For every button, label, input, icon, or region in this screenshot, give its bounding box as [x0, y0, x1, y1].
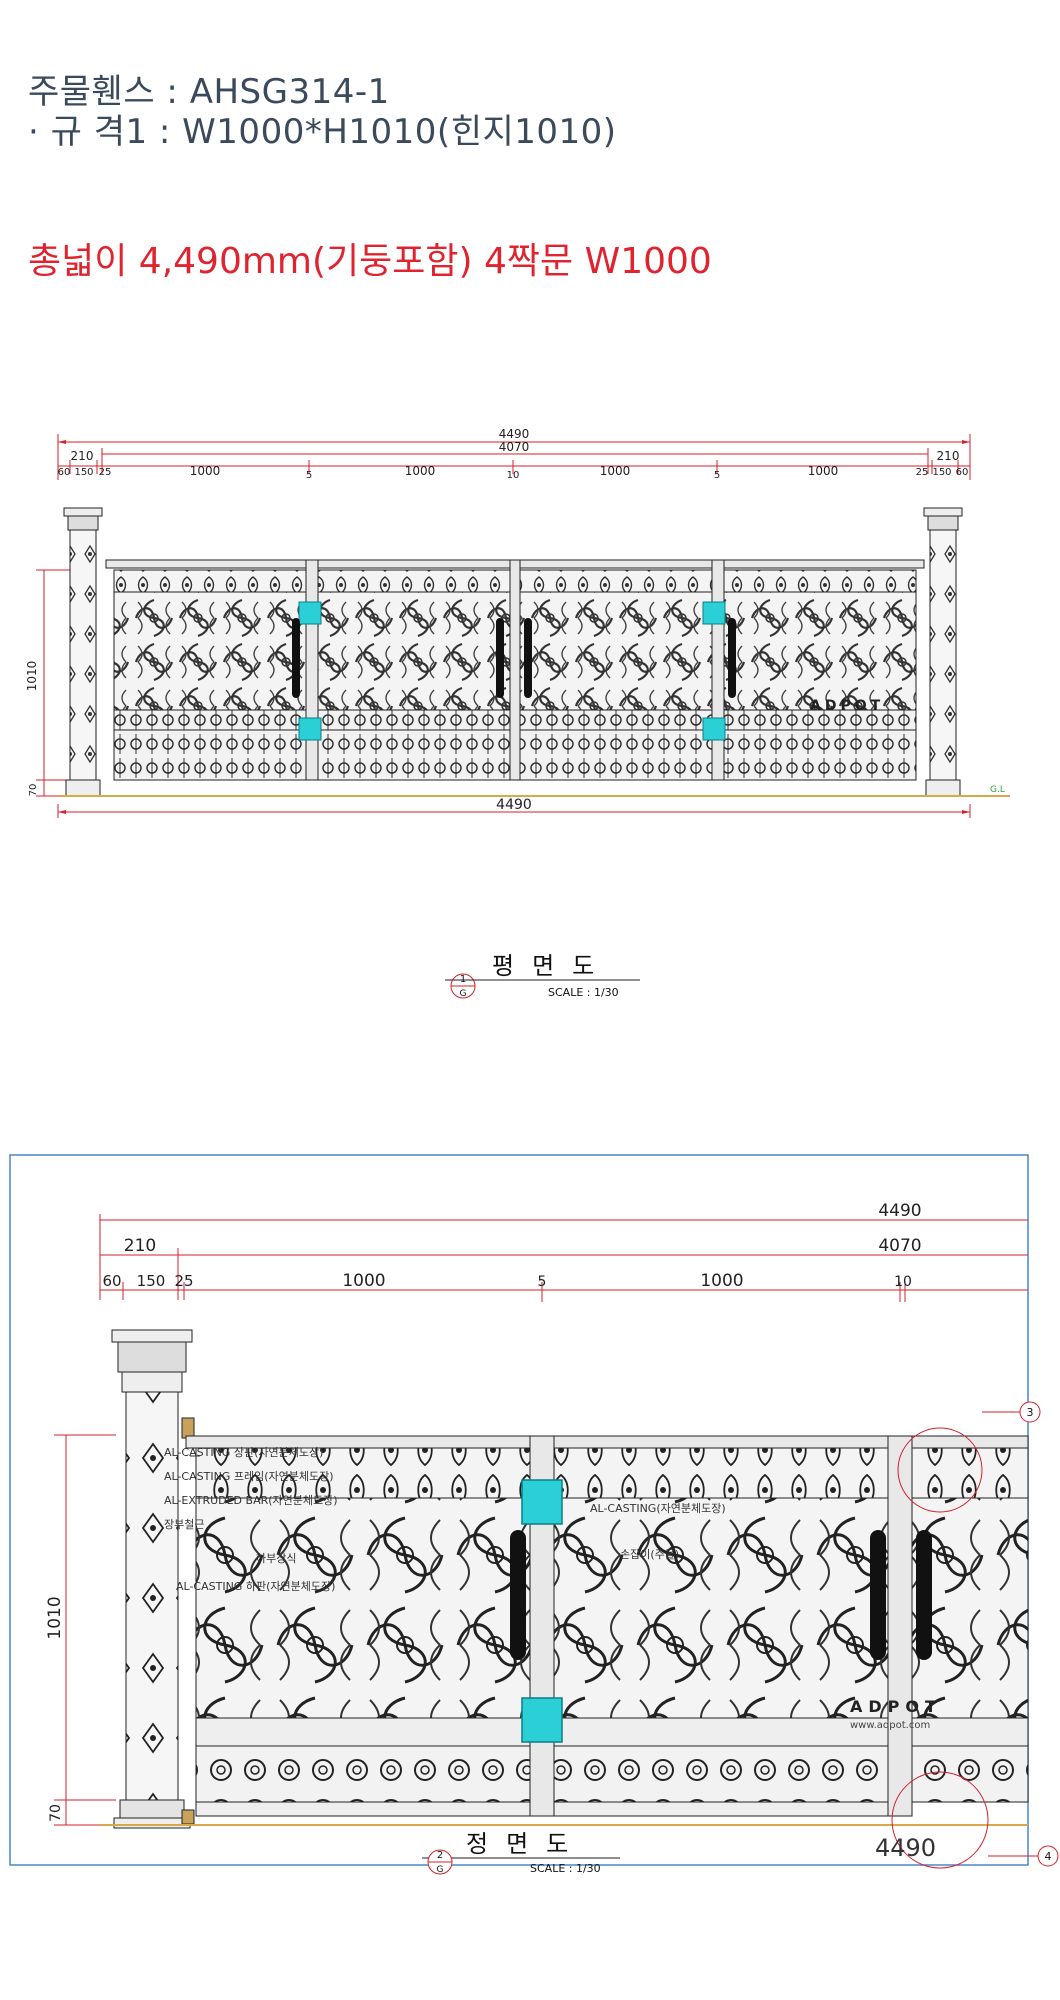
elevation-watermark: ADPOT [850, 1697, 942, 1716]
plan-watermark: ADPOT [810, 698, 884, 714]
elevation-left-post [111, 1329, 195, 1829]
elevation-panel-1-art [195, 1447, 531, 1817]
elevation-notes: AL-CASTING 상판(자연분체도장) AL-CASTING 프레임(자연분… [164, 1446, 726, 1593]
elevation-panel-2: 1000 [700, 1271, 743, 1291]
note-6: AL-CASTING(자연분체도장) [590, 1502, 726, 1515]
elevation-watermark-url: www.adpot.com [850, 1720, 930, 1731]
plan-handles [292, 618, 736, 698]
plan-scale: SCALE : 1/30 [548, 986, 619, 999]
plan-seg-left-2: 25 [99, 467, 112, 478]
elevation-hinges [521, 1479, 563, 1743]
note-3: 장부철근 [164, 1518, 204, 1531]
plan-height: 1010 [25, 661, 39, 692]
plan-right-post [923, 507, 963, 797]
elevation-seg-left-1: 150 [137, 1272, 166, 1290]
total-width-note: 총넓이 4,490mm(기둥포함) 4짝문 W1000 [28, 241, 712, 282]
elevation-callout-bottom: 4 [891, 1771, 1059, 1869]
plan-panel-3-art [519, 569, 713, 781]
plan-dim-total: 4490 [499, 427, 530, 441]
note-5: AL-CASTING 하판(자연분체도장) [176, 1579, 335, 1593]
plan-panel-4-art [723, 569, 917, 781]
plan-seg-left-1: 150 [74, 467, 93, 478]
elevation-seg-left-2: 25 [174, 1272, 193, 1290]
plan-gap-1: 5 [306, 470, 312, 481]
elevation-panel-1: 1000 [342, 1271, 385, 1291]
plan-dim-right-post: 210 [937, 449, 960, 463]
plan-caption: 1 G 평면도 SCALE : 1/30 [445, 952, 640, 999]
elevation-gap-1: 5 [538, 1274, 547, 1290]
plan-drawing: 4490 4070 210 210 60 150 25 1000 1000 10… [25, 427, 1010, 999]
plan-hinges [298, 601, 726, 741]
plan-panel-1: 1000 [190, 464, 221, 478]
elevation-caption-num: 2 [437, 1850, 443, 1861]
elevation-dim-inner: 4070 [878, 1236, 921, 1256]
note-1: AL-CASTING 프레임(자연분체도장) [164, 1470, 334, 1483]
elevation-dim-post: 210 [124, 1236, 156, 1256]
plan-seg-right-1: 150 [932, 467, 951, 478]
elevation-handles [510, 1530, 932, 1660]
product-spec: · 규 격1 : W1000*H1010(힌지1010) [28, 112, 617, 152]
elevation-scale: SCALE : 1/30 [530, 1862, 601, 1875]
plan-base: 70 [28, 784, 39, 797]
note-0: AL-CASTING 상판(자연분체도장) [164, 1446, 323, 1459]
callout-top-num: 3 [1027, 1406, 1034, 1419]
plan-seg-right-2: 60 [956, 467, 969, 478]
plan-bottom-total: 4490 [496, 797, 532, 813]
plan-gap-2: 10 [507, 470, 520, 481]
note-7: 손잡이(주물) [620, 1548, 679, 1561]
elevation-caption-title: 정면도 [466, 1830, 586, 1858]
plan-dim-inner: 4070 [499, 440, 530, 454]
plan-caption-num: 1 [460, 974, 466, 985]
elevation-height: 1010 [45, 1596, 65, 1639]
elevation-seg-left-0: 60 [102, 1272, 121, 1290]
plan-seg-right-0: 25 [916, 467, 929, 478]
plan-dim-left-post: 210 [71, 449, 94, 463]
product-title: 주물휀스 : AHSG314-1 [28, 72, 390, 112]
plan-panel-2: 1000 [405, 464, 436, 478]
plan-panel-2-art [317, 569, 511, 781]
note-4: 하부장식 [256, 1551, 296, 1565]
callout-bottom-num: 4 [1045, 1850, 1052, 1863]
elevation-caption: 2 G 정면도 SCALE : 1/30 [422, 1830, 620, 1875]
elevation-panel-2-art [553, 1447, 889, 1817]
plan-seg-left-0: 60 [58, 467, 71, 478]
elevation-base: 70 [48, 1804, 64, 1822]
elevation-callout-top: 3 [897, 1401, 1041, 1513]
plan-panel-3: 1000 [600, 464, 631, 478]
plan-panel-4: 1000 [808, 464, 839, 478]
elevation-gap-2: 10 [894, 1274, 912, 1290]
plan-caption-title: 평면도 [492, 952, 612, 980]
elevation-bottom-label: 4490 [875, 1834, 936, 1862]
plan-panel-1-art [113, 569, 307, 781]
plan-ground-label: G.L [990, 785, 1005, 795]
note-2: AL-EXTRUDED BAR(자연분체도장) [164, 1494, 338, 1507]
plan-left-post [63, 507, 103, 797]
plan-caption-sub: G [460, 989, 467, 999]
elevation-drawing: 4490 4070 210 60 150 25 1000 1000 5 10 1… [9, 1154, 1059, 1875]
elevation-caption-sub: G [437, 1865, 444, 1875]
elevation-dim-total: 4490 [878, 1201, 921, 1221]
plan-gap-3: 5 [714, 470, 720, 481]
